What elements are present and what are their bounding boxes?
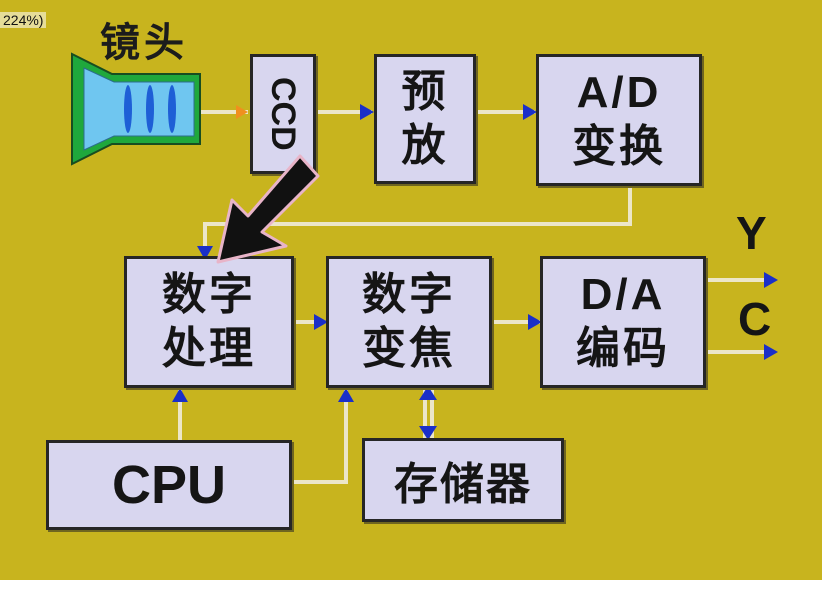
- arrowhead: [419, 426, 437, 440]
- memory-label: 存储器: [394, 459, 532, 510]
- preamp-line1: 预: [401, 66, 449, 117]
- arrowhead: [338, 388, 354, 402]
- arrowhead: [197, 246, 213, 260]
- digital-zoom-block: 数字 变焦: [326, 256, 492, 388]
- arrowhead: [360, 104, 374, 120]
- wire-cpu-transform: [292, 390, 348, 484]
- cpu-block: CPU: [46, 440, 292, 530]
- arrowhead: [419, 386, 437, 400]
- preamp-block: 预 放: [374, 54, 476, 184]
- diagram-canvas: 224%) 镜头: [0, 0, 822, 580]
- ccd-block: CCD: [250, 54, 316, 174]
- lens-title: 镜头: [100, 20, 188, 66]
- output-y-label: Y: [736, 207, 767, 259]
- arrowhead: [314, 314, 328, 330]
- arrowhead: [236, 105, 248, 119]
- zoom-level: 224%): [0, 12, 47, 28]
- arrowhead: [523, 104, 537, 120]
- lens-icon: [71, 52, 201, 166]
- arrowhead: [764, 272, 778, 288]
- ccd-label: CCD: [264, 77, 302, 151]
- output-c-label: C: [738, 293, 772, 345]
- da-line2: 编码: [576, 323, 670, 374]
- da-encoder-block: D/A 编码: [540, 256, 706, 388]
- ad-line1: A/D: [576, 68, 662, 117]
- zoom-line1: 数字: [362, 269, 456, 320]
- preamp-line2: 放: [401, 120, 449, 171]
- ad-line2: 变换: [572, 121, 666, 172]
- wire-ad-processing: [203, 186, 632, 258]
- ad-converter-block: A/D 变换: [536, 54, 702, 186]
- memory-block: 存储器: [362, 438, 564, 522]
- digital-processing-block: 数字 处理: [124, 256, 294, 388]
- arrowhead: [172, 388, 188, 402]
- processing-line2: 处理: [162, 323, 256, 374]
- processing-line1: 数字: [162, 269, 256, 320]
- cpu-label: CPU: [111, 455, 226, 515]
- da-line1: D/A: [580, 270, 666, 319]
- arrowhead: [528, 314, 542, 330]
- arrowhead: [764, 344, 778, 360]
- connection-wires: [172, 104, 778, 484]
- zoom-line2: 变焦: [362, 323, 456, 374]
